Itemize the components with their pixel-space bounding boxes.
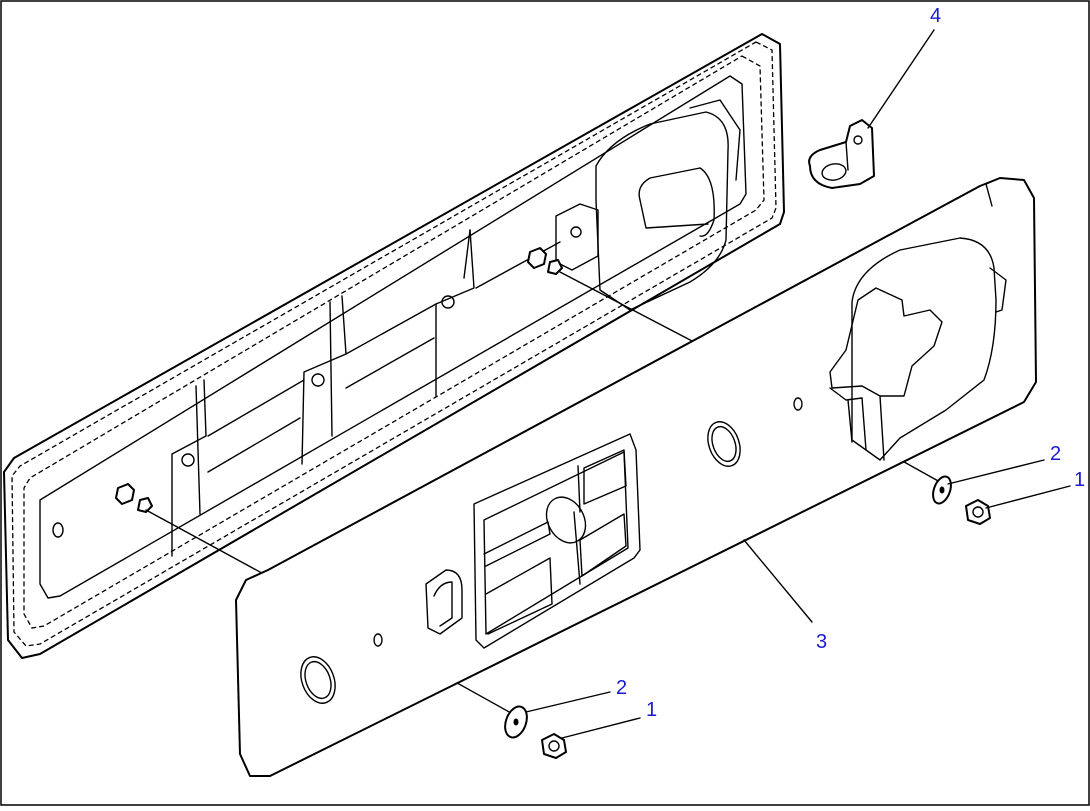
washer-left (504, 705, 528, 739)
washer-right (932, 475, 952, 505)
callout-label-2-left: 2 (616, 677, 627, 699)
callout-label-1-left: 1 (646, 699, 657, 721)
mounting-bracket (808, 119, 875, 189)
nut-left (541, 733, 567, 759)
callout-label-2-right: 2 (1050, 443, 1061, 465)
rear-mounting-panel (3, 33, 785, 659)
callout-label-4: 4 (930, 5, 941, 27)
leader-lines (525, 29, 1071, 739)
callout-label-1-right: 1 (1074, 469, 1085, 491)
callout-label-3: 3 (816, 631, 827, 653)
front-cover-plate (235, 177, 1037, 777)
nut-right (965, 499, 991, 525)
